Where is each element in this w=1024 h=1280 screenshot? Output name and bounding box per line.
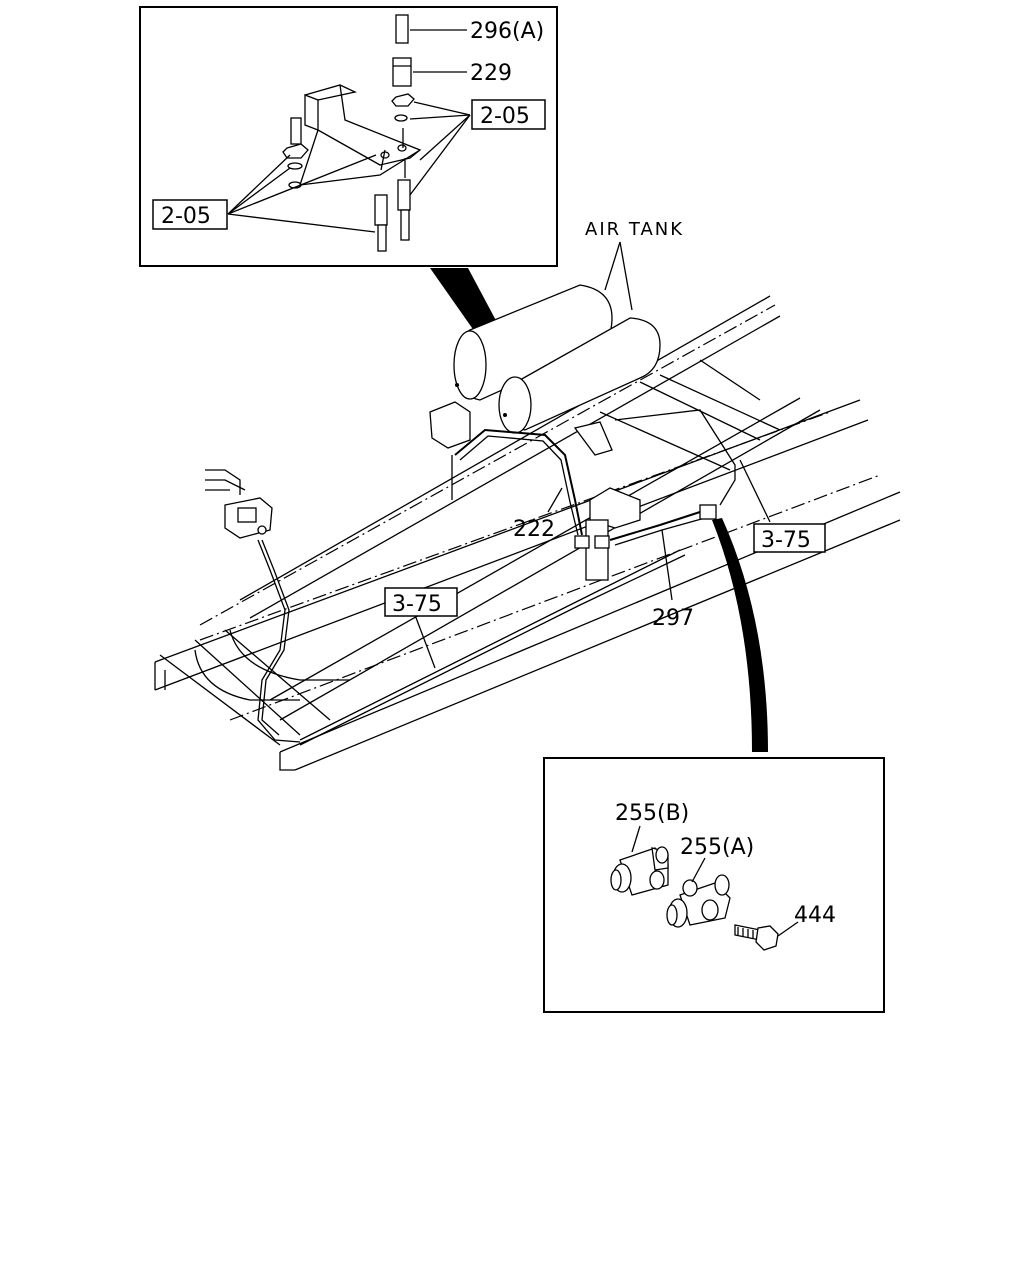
frame-bracket bbox=[429, 401, 641, 581]
pipe-3-75 bbox=[299, 459, 771, 746]
ref-box-2-05-upper bbox=[471, 99, 546, 130]
ref-box-3-75-right bbox=[753, 523, 826, 553]
label-air-tank: AIR TANK bbox=[585, 219, 684, 240]
callout-444: 444 bbox=[794, 903, 836, 928]
ref-2-05-lower: 2-05 bbox=[161, 204, 211, 229]
callout-297: 297 bbox=[652, 606, 694, 631]
sensor-assembly bbox=[205, 469, 301, 743]
ref-3-75-left: 3-75 bbox=[392, 592, 442, 617]
detail-pointer-bottom bbox=[712, 518, 768, 752]
lower-fittings bbox=[374, 149, 411, 252]
ref-box-3-75-left bbox=[384, 587, 458, 617]
ref-3-75-right: 3-75 bbox=[761, 528, 811, 553]
mounting-bracket bbox=[299, 84, 422, 186]
callout-222: 222 bbox=[513, 517, 555, 542]
callout-255a: 255(A) bbox=[680, 835, 754, 860]
ref-2-05-upper: 2-05 bbox=[480, 104, 530, 129]
pipe-222 bbox=[451, 428, 610, 549]
cross-fitting-255a bbox=[666, 857, 731, 928]
bolt-444 bbox=[734, 921, 799, 951]
pin-296a bbox=[395, 14, 467, 44]
callout-296a: 296(A) bbox=[470, 19, 544, 44]
nut-icon bbox=[391, 93, 415, 107]
fitting-229 bbox=[392, 57, 467, 87]
callout-229: 229 bbox=[470, 61, 512, 86]
top-inset: 296(A) 229 2-05 2-05 bbox=[139, 6, 558, 267]
washer-icon bbox=[394, 114, 408, 122]
pipe-297 bbox=[609, 409, 736, 601]
bottom-inset: 255(B) 255(A) 444 bbox=[543, 757, 885, 1013]
callout-255b: 255(B) bbox=[615, 801, 689, 826]
ref-box-2-05-lower bbox=[152, 199, 228, 230]
left-stud-assembly bbox=[282, 117, 309, 189]
air-tanks bbox=[453, 284, 661, 434]
tee-fitting-255b bbox=[610, 825, 669, 896]
